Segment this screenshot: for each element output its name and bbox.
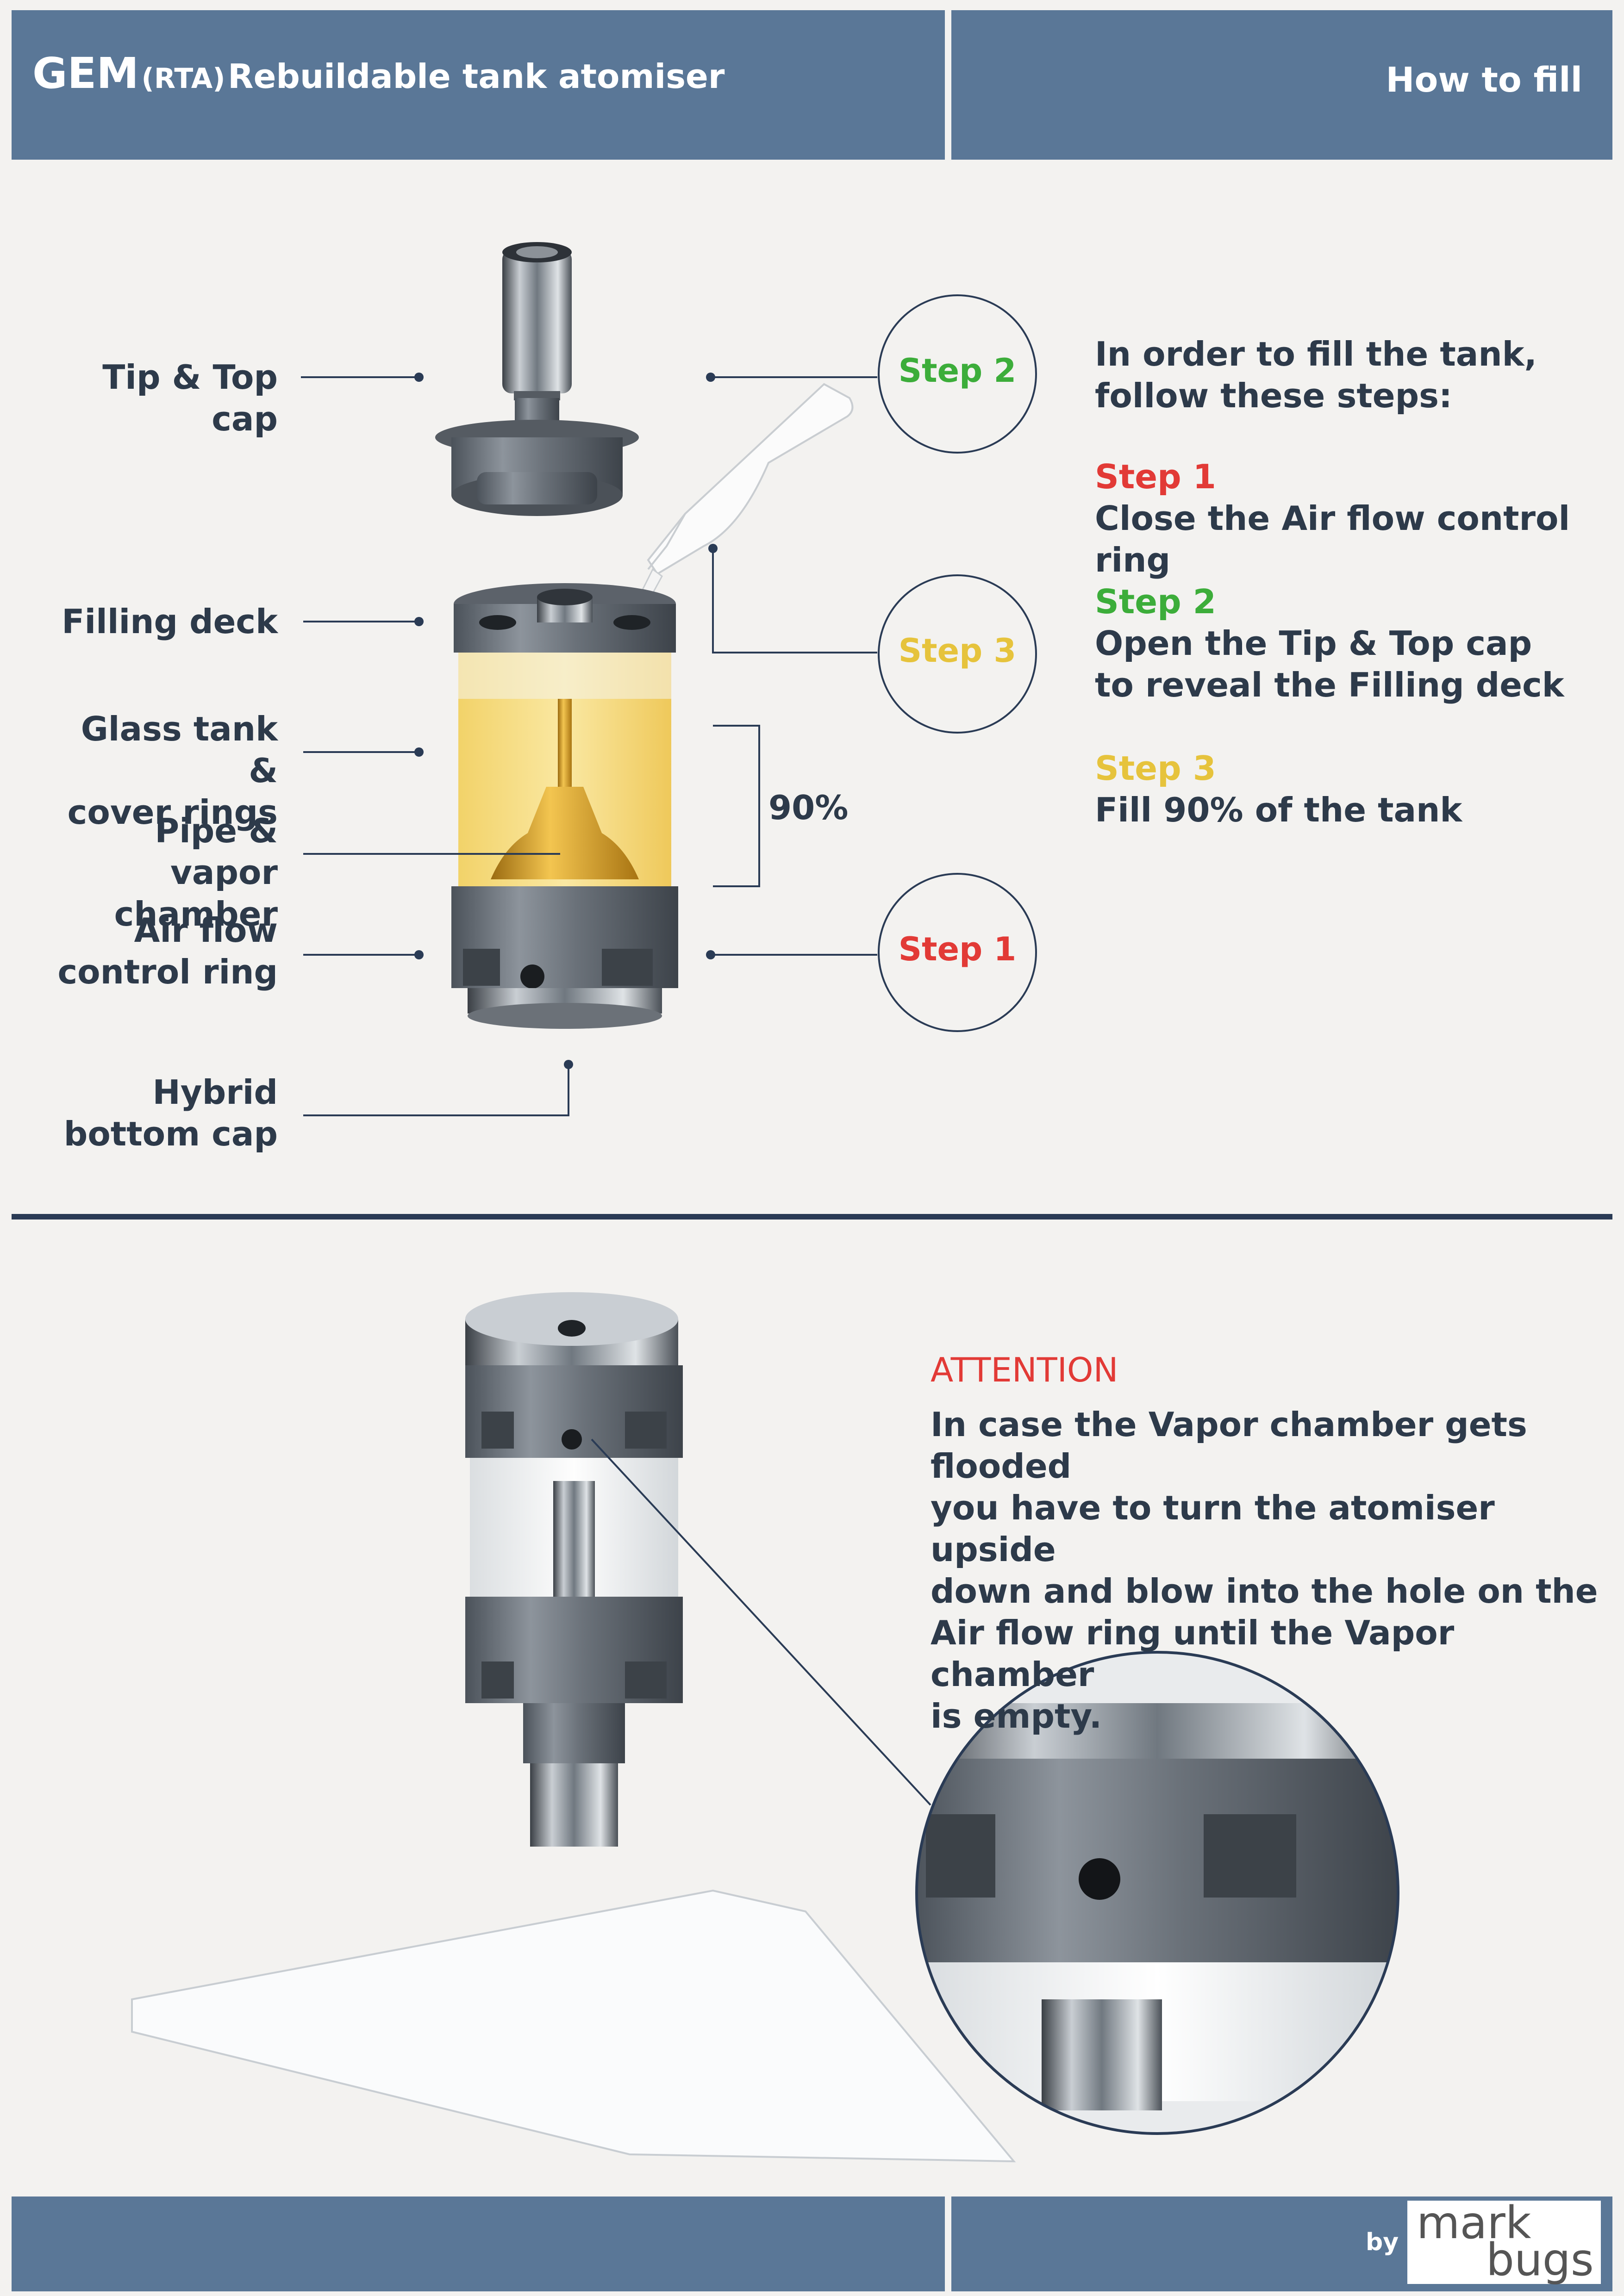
header-bar-left (12, 10, 945, 160)
label-pipe-line2: vapor chamber (114, 853, 278, 933)
label-glass-tank-line2: cover rings (67, 793, 278, 832)
attention-line3: down and blow into the hole on the (931, 1572, 1598, 1611)
instruction-step1-text: Close the Air flow control ring (1095, 499, 1570, 579)
leader-dots (414, 373, 718, 1069)
label-bottom-line2: bottom cap (63, 1114, 278, 1153)
step3-circle-label: Step 3 (898, 632, 1017, 670)
leader-lines (301, 376, 877, 1116)
instruction-step2-text1: Open the Tip & Top cap (1095, 624, 1532, 663)
label-air-flow-ring: Air flow control ring (46, 909, 278, 993)
step3-circle (878, 574, 1037, 734)
instruction-step2: Step 2 Open the Tip & Top cap to reveal … (1095, 581, 1564, 706)
instruction-step2-title: Step 2 (1095, 582, 1216, 621)
step2-circle-label: Step 2 (898, 352, 1017, 390)
instructions-intro: In order to fill the tank, follow these … (1095, 333, 1537, 417)
title-gem: GEM (32, 49, 139, 98)
label-airflow-line2: control ring (57, 952, 278, 991)
attention-line2: you have to turn the atomiser upside (931, 1488, 1495, 1569)
instruction-step3-text: Fill 90% of the tank (1095, 790, 1462, 829)
label-glass-tank: Glass tank & cover rings (46, 708, 278, 833)
attention-line5: is empty. (931, 1697, 1102, 1736)
zoom-detail-illustration (915, 1651, 1399, 2135)
markbugs-logo: mark bugs (1407, 2197, 1601, 2286)
intro-line2: follow these steps: (1095, 376, 1452, 415)
label-airflow-line1: Air flow (134, 911, 278, 950)
attention-title: ATTENTION (931, 1350, 1118, 1389)
logo-bugs: bugs (1486, 2234, 1594, 2286)
tip-top-cap-illustration (435, 242, 639, 516)
label-pipe-vapor-chamber: Pipe & vapor chamber (19, 810, 278, 935)
section-divider (12, 1214, 1612, 1220)
instruction-step1: Step 1 Close the Air flow control ring (1095, 456, 1624, 581)
e-liquid-bottle-illustration (637, 383, 854, 603)
fill-percent-label: 90% (768, 788, 849, 827)
label-bottom-line1: Hybrid (152, 1073, 278, 1112)
title-rta: (RTA) (141, 62, 225, 95)
step1-circle (878, 873, 1037, 1032)
instruction-step3-title: Step 3 (1095, 749, 1216, 788)
attention-block: ATTENTION In case the Vapor chamber gets… (931, 1349, 1624, 1737)
page-title: GEM (RTA) Rebuildable tank atomiser (32, 49, 725, 98)
step2-circle (878, 294, 1037, 454)
attention-line1: In case the Vapor chamber gets flooded (931, 1405, 1527, 1486)
tank-illustration (451, 583, 678, 1029)
label-tip-top-cap: Tip & Top cap (102, 358, 278, 438)
label-filling-deck: Filling deck (62, 602, 278, 641)
label-hybrid-bottom-cap: Hybrid bottom cap (46, 1071, 278, 1155)
footer-by: by (1366, 2228, 1399, 2256)
instruction-step2-text2: to reveal the Filling deck (1095, 666, 1564, 704)
footer-bar-left (12, 2196, 945, 2291)
label-glass-tank-line1: Glass tank & (81, 709, 278, 790)
header-bar-right (951, 10, 1612, 160)
title-rest: Rebuildable tank atomiser (228, 57, 725, 96)
inverted-atomiser-illustration (131, 1292, 1016, 2163)
intro-line1: In order to fill the tank, (1095, 335, 1537, 373)
instruction-step3: Step 3 Fill 90% of the tank (1095, 747, 1462, 831)
instruction-step1-title: Step 1 (1095, 457, 1216, 496)
label-pipe-line1: Pipe & (155, 811, 278, 850)
attention-line4: Air flow ring until the Vapor chamber (931, 1613, 1455, 1694)
step1-circle-label: Step 1 (898, 930, 1017, 968)
how-to-fill-heading: How to fill (1386, 60, 1582, 100)
logo-mark: mark (1417, 2197, 1531, 2249)
